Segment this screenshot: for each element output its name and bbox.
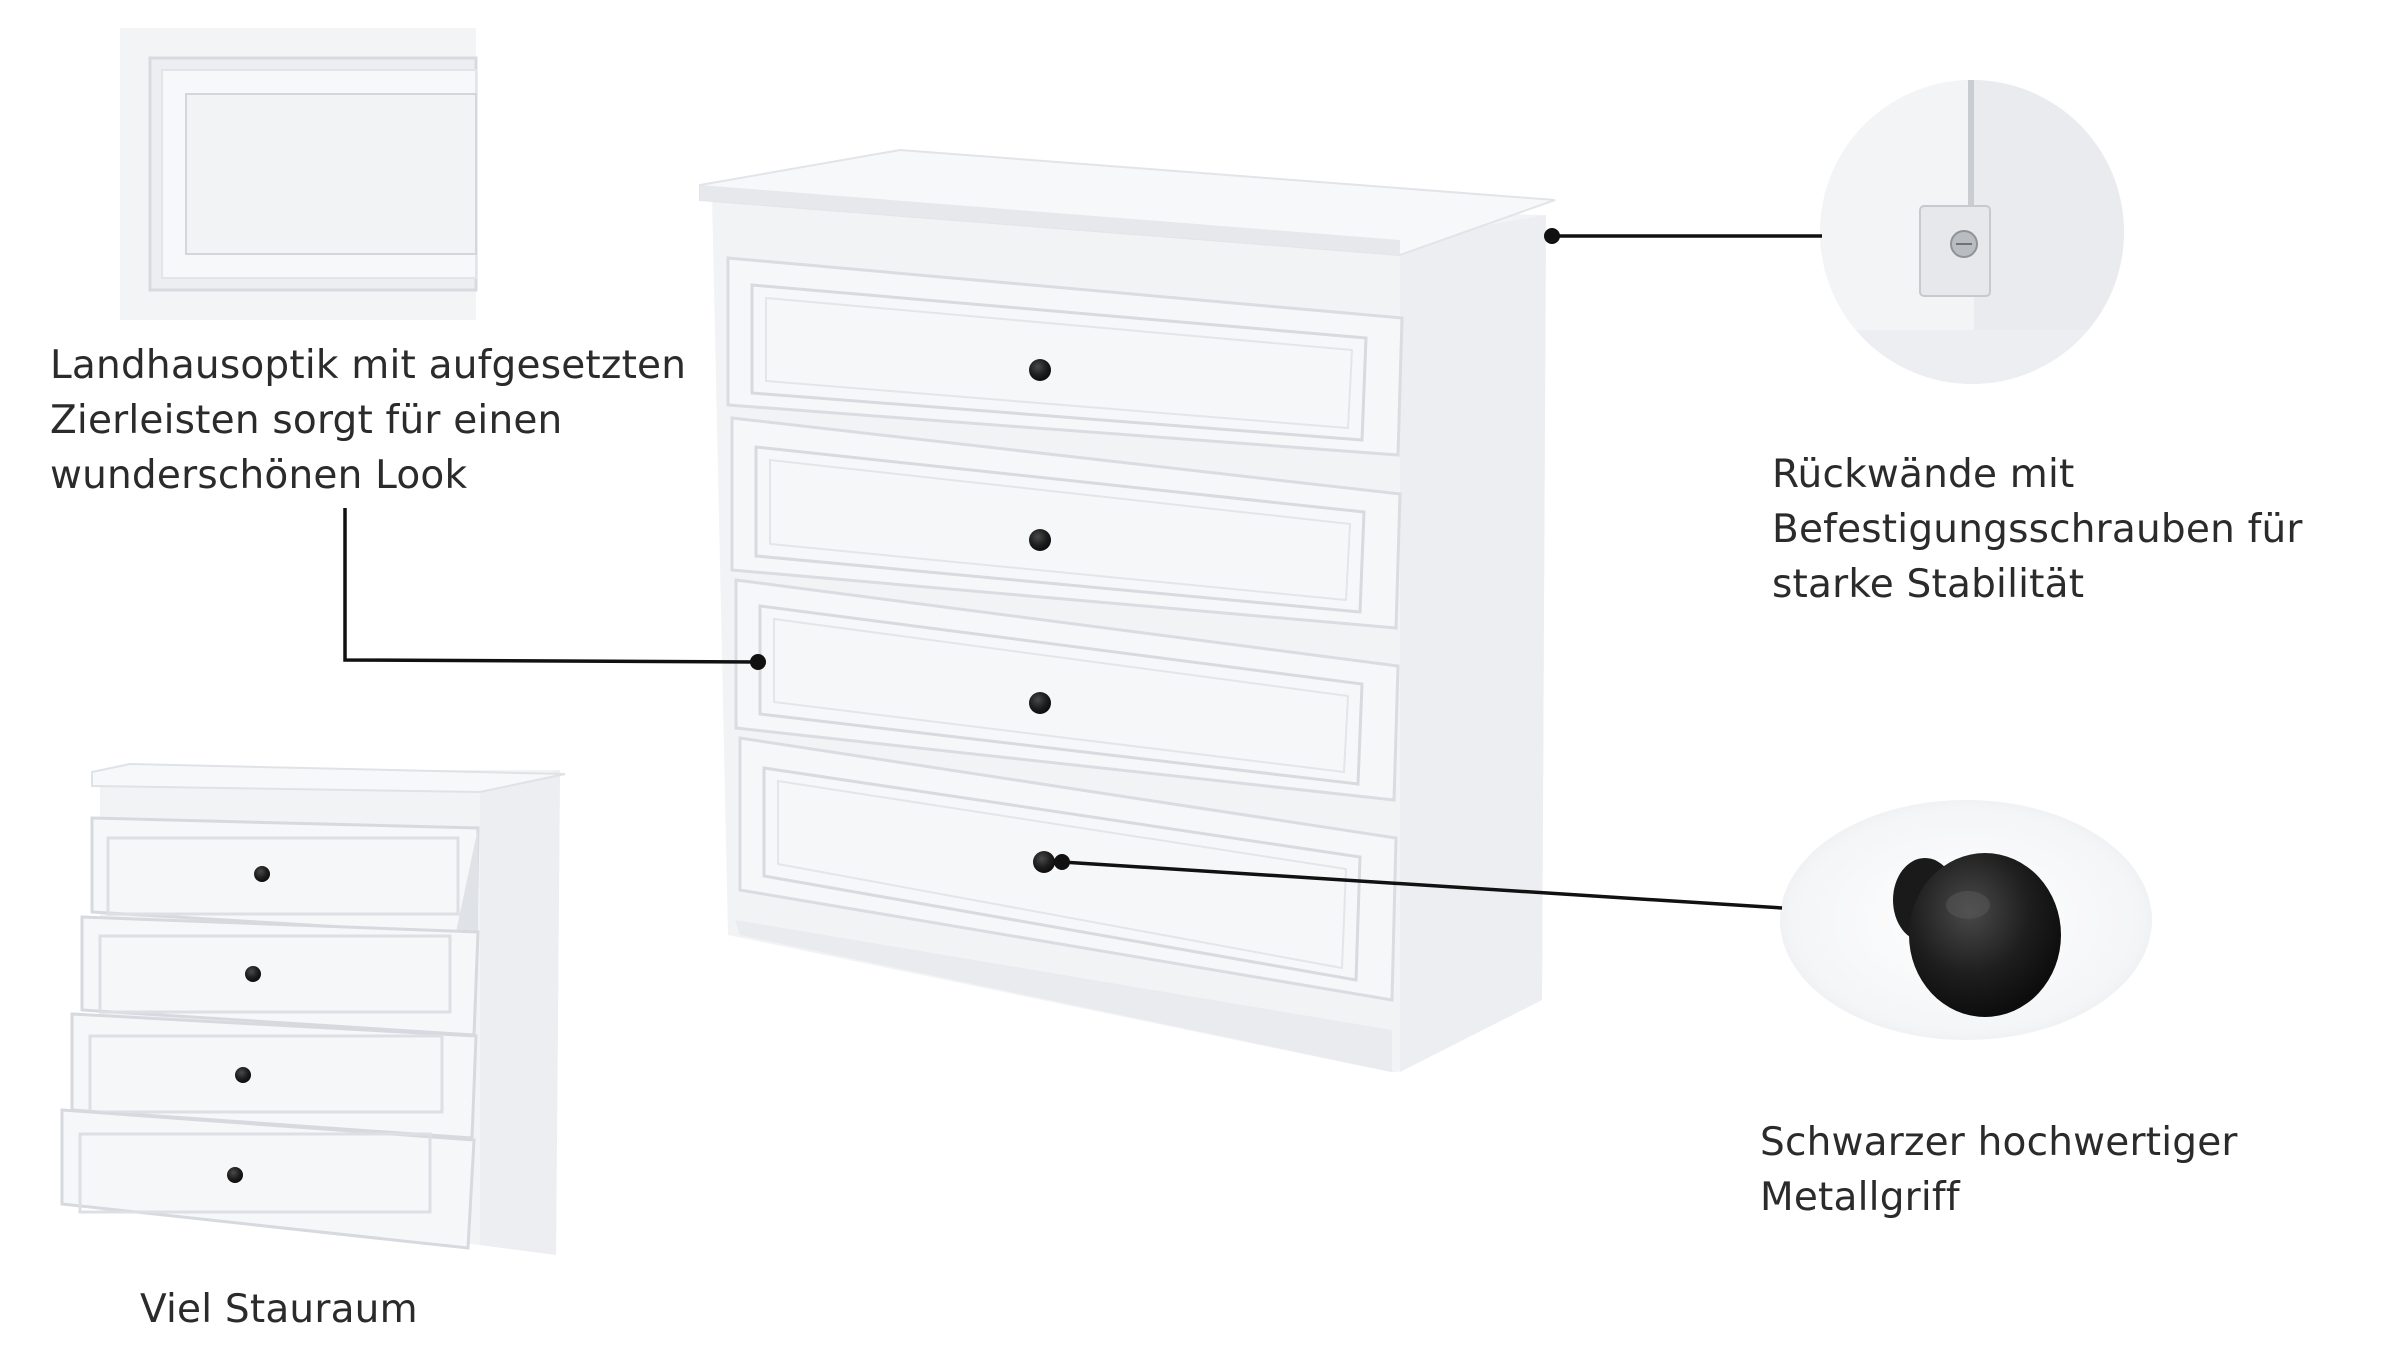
backwall-caption-line-2: Befestigungsschrauben für <box>1772 507 2303 552</box>
storage-caption-line-1: Viel Stauraum <box>140 1287 418 1332</box>
panel-leader-line <box>343 508 759 664</box>
backwall-caption: Rückwände mit Befestigungsschrauben für … <box>1772 447 2303 612</box>
drawer-knob-4 <box>1033 851 1055 873</box>
panel-leader-dot-icon <box>750 654 766 670</box>
handle-caption-line-2: Metallgriff <box>1760 1175 1960 1220</box>
panel-caption: Landhausoptik mit aufgesetzten Zierleist… <box>50 338 686 503</box>
drawer-knob-3 <box>1029 692 1051 714</box>
drawer-knob-1 <box>1029 359 1051 381</box>
main-dresser-image <box>699 148 1556 1072</box>
panel-caption-line-1: Landhausoptik mit aufgesetzten <box>50 343 687 388</box>
drawer-knob-2 <box>1029 529 1051 551</box>
open-drawer-knob-2 <box>245 966 261 982</box>
drawer-4 <box>738 736 1398 1002</box>
storage-caption: Viel Stauraum <box>140 1282 418 1337</box>
open-drawer-knob-4 <box>227 1167 243 1183</box>
handle-leader-dot-icon <box>1054 854 1070 870</box>
panel-caption-line-2: Zierleisten sorgt für einen <box>50 398 563 443</box>
leader-lines <box>343 234 1822 910</box>
handle-caption-line-1: Schwarzer hochwertiger <box>1760 1120 2238 1165</box>
drawer-2 <box>730 416 1402 630</box>
handle-leader-line <box>1061 860 1783 910</box>
handle-detail-image <box>1780 800 2152 1040</box>
backwall-caption-line-1: Rückwände mit <box>1772 452 2075 497</box>
open-dresser-image <box>60 762 566 1255</box>
open-drawer-knob-1 <box>254 866 270 882</box>
panel-detail-image <box>120 28 478 320</box>
panel-caption-line-3: wunderschönen Look <box>50 453 468 498</box>
handle-caption: Schwarzer hochwertiger Metallgriff <box>1760 1115 2238 1225</box>
open-drawer-knob-3 <box>235 1067 251 1083</box>
backwall-detail-image <box>1820 80 2124 384</box>
backwall-caption-line-3: starke Stabilität <box>1772 562 2085 607</box>
drawer-1 <box>726 256 1404 457</box>
backwall-leader-dot-icon <box>1544 228 1560 244</box>
drawer-3 <box>734 578 1400 802</box>
